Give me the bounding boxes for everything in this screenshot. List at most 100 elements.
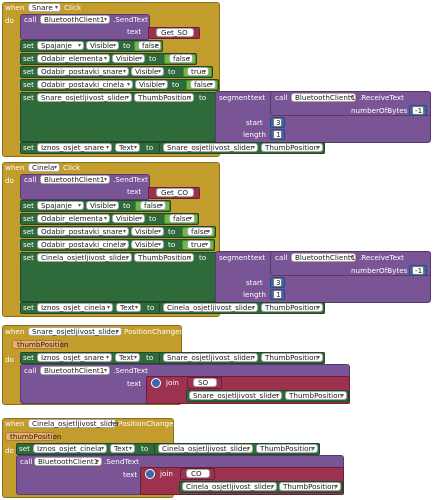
client-dropdown[interactable]: BluetoothClient1: [40, 15, 110, 24]
number-value[interactable]: 3: [273, 278, 282, 287]
string-value[interactable]: SO: [193, 378, 217, 387]
to-label: to: [123, 201, 131, 210]
component-dropdown[interactable]: Cinela_osjetljivost_slider: [182, 482, 277, 491]
to-label: to: [168, 227, 176, 236]
to-label: to: [123, 41, 131, 50]
client-dropdown[interactable]: BluetoothClient1: [291, 253, 356, 262]
set-label: set: [23, 240, 34, 249]
component-dropdown[interactable]: Spajanje: [37, 41, 84, 50]
client-dropdown[interactable]: BluetoothClient1: [291, 93, 356, 102]
property-dropdown[interactable]: ThumbPosition: [261, 143, 323, 152]
boolean-value[interactable]: true: [187, 67, 209, 76]
component-dropdown[interactable]: Spajanje: [37, 201, 84, 210]
property-dropdown[interactable]: Text: [116, 303, 141, 312]
component-dropdown[interactable]: Snare_osjetljivost_slider: [163, 143, 258, 152]
component-dropdown[interactable]: Snare_osjetljivost_slider: [189, 391, 282, 400]
number-value[interactable]: -1: [412, 106, 424, 115]
property-dropdown[interactable]: Visible: [112, 54, 145, 63]
component-dropdown[interactable]: Cinela_osjetljivost_slider: [28, 419, 120, 428]
to-label: to: [146, 143, 154, 152]
component-dropdown[interactable]: Cinela: [28, 163, 60, 172]
boolean-value[interactable]: false: [140, 201, 166, 210]
set-label: set: [23, 201, 34, 210]
boolean-value[interactable]: true: [187, 240, 211, 249]
component-dropdown[interactable]: Cinela_osjetljivost_slider: [158, 444, 253, 453]
call-label: call: [24, 15, 37, 24]
component-dropdown[interactable]: Iznos_osjet_snare: [37, 353, 112, 362]
number-value[interactable]: 1: [273, 130, 282, 139]
property-dropdown[interactable]: ThumbPosition: [279, 482, 341, 491]
boolean-value[interactable]: false: [169, 54, 193, 63]
component-dropdown[interactable]: Iznos_osjet_cinela: [33, 444, 107, 453]
property-dropdown[interactable]: ThumbPosition: [134, 93, 194, 102]
component-dropdown[interactable]: Odabir_elementa: [37, 214, 110, 223]
property-dropdown[interactable]: ThumbPosition: [261, 303, 323, 312]
string-value[interactable]: Get_SO: [156, 28, 194, 37]
to-label: to: [141, 444, 149, 453]
component-dropdown[interactable]: Snare: [28, 3, 61, 12]
set-label: set: [23, 80, 34, 89]
property-dropdown[interactable]: Visible: [135, 80, 168, 89]
method-name: .SendText: [113, 366, 148, 375]
property-dropdown[interactable]: Visible: [112, 214, 145, 223]
boolean-value[interactable]: false: [187, 227, 213, 236]
property-dropdown[interactable]: Visible: [131, 227, 164, 236]
boolean-value[interactable]: false: [190, 80, 216, 89]
length-label: length: [243, 130, 266, 139]
string-value[interactable]: Get_CO: [156, 188, 194, 197]
component-dropdown[interactable]: Snare_osjetljivost_slider: [37, 93, 132, 102]
set-label: set: [23, 41, 34, 50]
property-dropdown[interactable]: Visible: [131, 240, 164, 249]
method-name: .SendText: [104, 457, 139, 466]
property-dropdown[interactable]: ThumbPosition: [285, 391, 347, 400]
set-label: set: [23, 67, 34, 76]
component-dropdown[interactable]: Snare_osjetljivost_slider: [163, 353, 258, 362]
client-dropdown[interactable]: BluetoothClient1: [34, 457, 102, 466]
to-label: to: [199, 93, 207, 102]
to-label: to: [146, 353, 154, 362]
param-thumbposition[interactable]: thumbPosition: [5, 432, 61, 441]
component-dropdown[interactable]: Cinela_osjetljivost_slider: [163, 303, 258, 312]
string-value[interactable]: CO: [186, 469, 210, 478]
segment-text-label: text: [251, 93, 266, 102]
join-label: join: [160, 469, 173, 478]
property-dropdown[interactable]: Text: [110, 444, 135, 453]
boolean-value[interactable]: false: [138, 41, 161, 50]
call-label: call: [24, 366, 37, 375]
property-dropdown[interactable]: Visible: [131, 67, 164, 76]
component-dropdown[interactable]: Odabir_elementa: [37, 54, 110, 63]
event-name: Click: [63, 163, 81, 172]
number-value[interactable]: 1: [273, 290, 282, 299]
length-label: length: [243, 290, 266, 299]
component-dropdown[interactable]: Odabir_postavki_cinela: [37, 240, 129, 249]
component-dropdown[interactable]: Snare_osjetljivost_slider: [28, 327, 122, 336]
to-label: to: [199, 253, 207, 262]
property-dropdown[interactable]: ThumbPosition: [134, 253, 194, 262]
component-dropdown[interactable]: Iznos_osjet_snare: [37, 143, 112, 152]
call-label: call: [24, 175, 37, 184]
component-dropdown[interactable]: Iznos_osjet_cinela: [37, 303, 113, 312]
boolean-value[interactable]: false: [169, 214, 195, 223]
component-dropdown[interactable]: Odabir_postavki_snare: [37, 227, 129, 236]
join-label: join: [166, 378, 179, 387]
property-dropdown[interactable]: Visible: [86, 201, 119, 210]
gear-icon[interactable]: [151, 378, 161, 388]
number-value[interactable]: -1: [412, 266, 424, 275]
segment-text-label: text: [251, 253, 266, 262]
property-dropdown[interactable]: Text: [115, 353, 140, 362]
param-text-label: text: [127, 379, 142, 388]
property-dropdown[interactable]: Visible: [86, 41, 119, 50]
component-dropdown[interactable]: Cinela_osjetljivost_slider: [37, 253, 132, 262]
client-dropdown[interactable]: BluetoothClient1: [40, 366, 110, 375]
method-name: .SendText: [113, 175, 148, 184]
number-value[interactable]: 3: [273, 118, 282, 127]
component-dropdown[interactable]: Odabir_postavki_cinela: [37, 80, 133, 89]
property-dropdown[interactable]: ThumbPosition: [261, 353, 323, 362]
component-dropdown[interactable]: Odabir_postavki_snare: [37, 67, 129, 76]
property-dropdown[interactable]: Text: [115, 143, 140, 152]
client-dropdown[interactable]: BluetoothClient1: [40, 175, 110, 184]
gear-icon[interactable]: [145, 469, 155, 479]
param-thumbposition[interactable]: thumbPosition: [12, 340, 68, 349]
property-dropdown[interactable]: ThumbPosition: [256, 444, 318, 453]
call-label: call: [20, 457, 33, 466]
